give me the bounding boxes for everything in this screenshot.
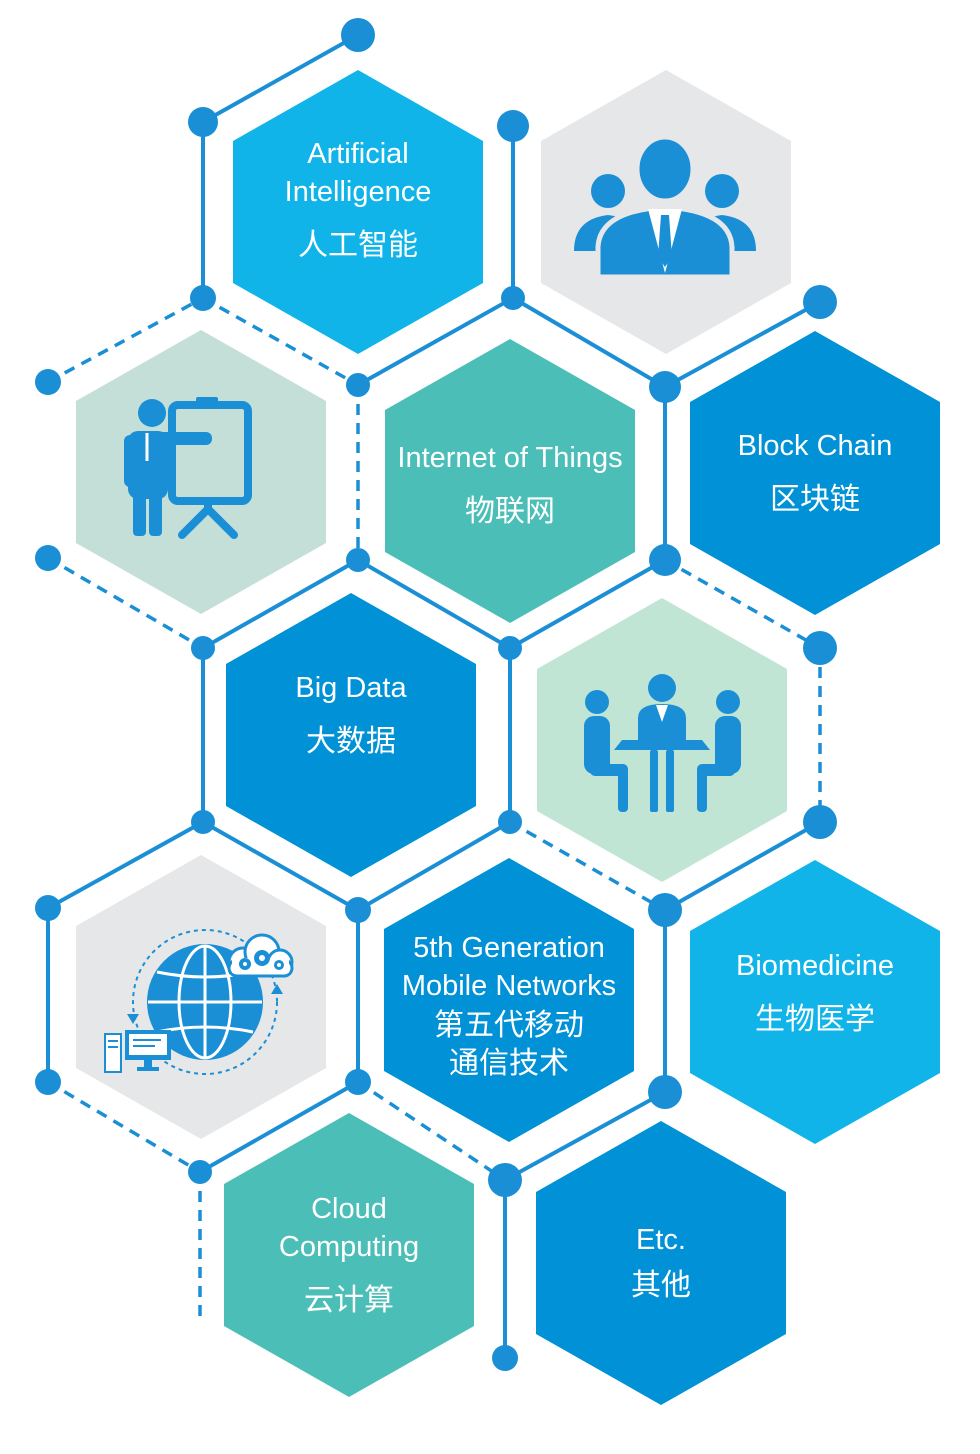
label-zh-line: 大数据 (305, 725, 396, 758)
presenter-icon (124, 397, 252, 539)
connector-dot (190, 285, 216, 311)
connector-dot (803, 631, 837, 665)
label-zh: 其他 (631, 1267, 691, 1305)
connector-dot (346, 548, 370, 572)
connector-dot (488, 1163, 522, 1197)
connector-line (201, 558, 360, 650)
hex-label: Cloud Computing 云计算 (279, 1190, 419, 1320)
connector-dot (345, 1069, 371, 1095)
label-zh-line: 其他 (631, 1269, 691, 1302)
connector-line (201, 33, 360, 124)
label-en-line: Computing (278, 1231, 420, 1263)
connector-dot (648, 893, 682, 927)
hex-team (541, 70, 791, 354)
label-en-line: Internet of Things (397, 442, 623, 474)
label-zh-line: 第五代移动 (434, 1009, 584, 1042)
hex-label: 5th Generation Mobile Networks 第五代移动 通信技… (402, 929, 616, 1083)
hex-cloud-computing: Cloud Computing 云计算 (224, 1113, 474, 1397)
connector-dots (35, 18, 837, 1371)
connector-dot (188, 1160, 212, 1184)
hex-label: Internet of Things 物联网 (397, 439, 622, 531)
dashed-connectors (47, 296, 822, 1320)
hex-label: Artificial Intelligence 人工智能 (285, 135, 432, 265)
connector-dot (649, 544, 681, 576)
connector-dot (346, 373, 370, 397)
connector-dot (803, 805, 837, 839)
connector-line (508, 558, 667, 650)
connector-line (201, 820, 360, 912)
connector-line (356, 296, 515, 387)
label-en-line: Biomedicine (736, 950, 894, 982)
hex-etc: Etc. 其他 (536, 1121, 786, 1405)
connector-dot (649, 371, 681, 403)
label-zh-line: 生物医学 (754, 1003, 875, 1036)
connector-line-dashed (357, 1080, 506, 1182)
connector-line (198, 1080, 360, 1174)
label-en-line: Big Data (295, 672, 407, 704)
connector-line (356, 558, 512, 650)
connector-line (503, 1090, 667, 1182)
label-zh: 第五代移动 通信技术 (434, 1007, 584, 1083)
connector-dot (497, 110, 529, 142)
solid-connectors (46, 33, 822, 1360)
label-zh: 物联网 (465, 493, 555, 531)
connector-line-dashed (47, 556, 204, 650)
cloud-gear-icon (227, 933, 294, 978)
connector-dot (35, 895, 61, 921)
connector-dot (498, 810, 522, 834)
hex-label: Big Data 大数据 (295, 669, 406, 761)
computer-icon (104, 1030, 171, 1073)
connector-dot (191, 636, 215, 660)
connector-dot (188, 107, 218, 137)
connector-dot (803, 285, 837, 319)
connector-dot (648, 1075, 682, 1109)
label-zh: 云计算 (304, 1282, 394, 1320)
label-en-line: Cloud (311, 1193, 387, 1225)
meeting-icon (584, 674, 741, 812)
connector-dot (191, 810, 215, 834)
label-en-line: Block Chain (737, 430, 893, 462)
connector-line (46, 820, 205, 910)
label-zh-line: 人工智能 (298, 229, 418, 262)
connector-dot (501, 286, 525, 310)
hex-label: Etc. 其他 (631, 1221, 691, 1305)
connector-dot (345, 897, 371, 923)
label-en-line: Mobile Networks (401, 970, 617, 1002)
team-icon (574, 135, 756, 277)
connector-line (663, 300, 822, 389)
arrow-up-icon (271, 984, 283, 994)
orbit-ring (132, 929, 278, 1075)
label-zh-line: 云计算 (304, 1284, 394, 1317)
connector-dot (35, 369, 61, 395)
connector-line-dashed (202, 296, 359, 387)
connector-dot (498, 636, 522, 660)
label-zh: 人工智能 (298, 227, 418, 265)
hex-label: Biomedicine 生物医学 (736, 947, 894, 1039)
connector-line-dashed (509, 820, 666, 912)
connector-line-dashed (47, 296, 204, 384)
connector-dot (35, 1069, 61, 1095)
connector-line-dashed (664, 558, 821, 650)
connector-dot (35, 545, 61, 571)
label-zh-line: 物联网 (464, 495, 555, 528)
connector-line (356, 820, 512, 912)
connector-dot (341, 18, 375, 52)
connector-dot (492, 1345, 518, 1371)
globe-network-icon (104, 929, 294, 1075)
label-zh: 大数据 (306, 723, 396, 761)
label-en-line: Intelligence (284, 176, 432, 208)
label-en-line: 5th Generation (413, 932, 605, 964)
connector-line (511, 296, 667, 389)
label-zh-line: 区块链 (770, 483, 860, 516)
label-en-line: Etc. (636, 1224, 686, 1256)
label-zh: 生物医学 (755, 1001, 875, 1039)
hex-label: Block Chain 区块链 (738, 427, 893, 519)
label-en-line: Artificial (307, 138, 409, 170)
connector-line (663, 820, 822, 912)
connector-line-dashed (47, 1080, 201, 1174)
label-zh: 区块链 (770, 481, 860, 519)
arrow-down-icon (127, 1014, 139, 1024)
label-zh-line: 通信技术 (449, 1047, 569, 1080)
